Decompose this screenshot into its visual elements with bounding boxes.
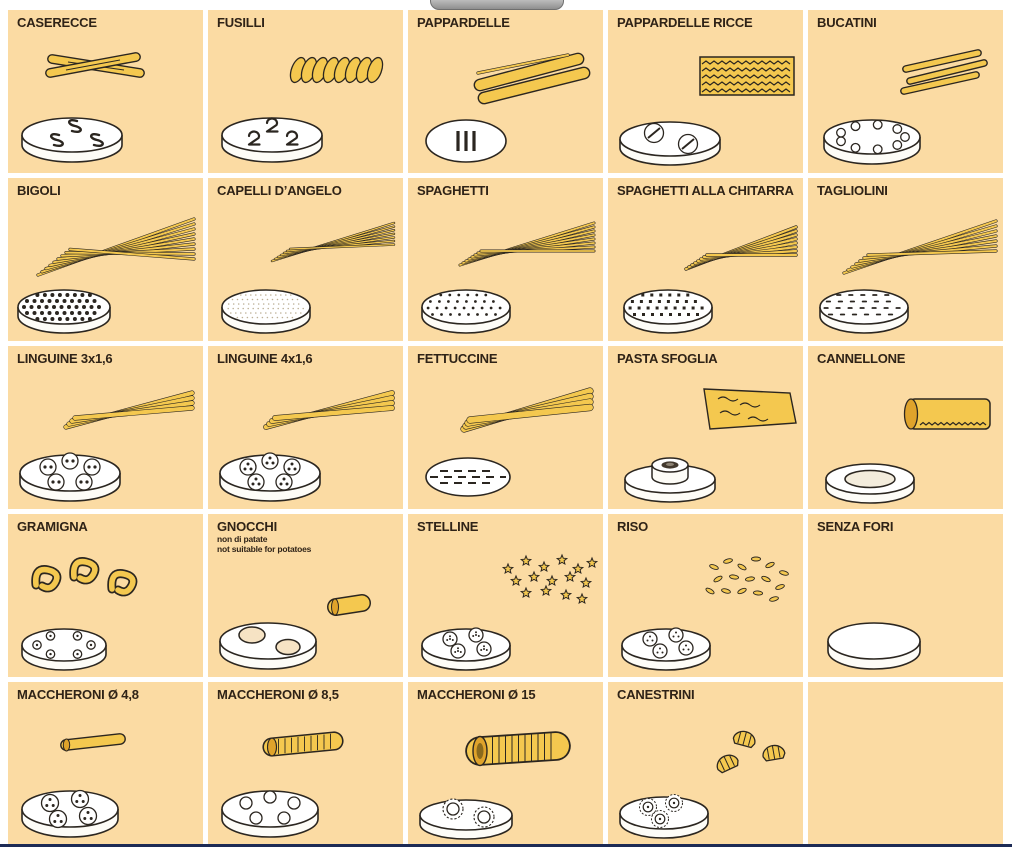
cell-label: GRAMIGNA: [17, 519, 88, 534]
bucatini-die-icon: [823, 49, 988, 165]
gnocchi-die-icon: [219, 594, 371, 670]
mac15-die-icon: [419, 731, 571, 840]
pasta-cell-gramigna: GRAMIGNA: [8, 514, 203, 677]
pappardelle_ricce-die-icon: [619, 56, 795, 166]
pasta-cell-spaghetti: SPAGHETTI: [408, 178, 603, 341]
cell-label: MACCHERONI Ø 4,8: [17, 687, 139, 702]
pasta-cell-sfoglia: PASTA SFOGLIA: [608, 346, 803, 509]
sfoglia-die-icon: [624, 388, 797, 503]
gramigna-die-icon: [21, 557, 138, 671]
cell-label: FUSILLI: [217, 15, 265, 30]
pasta-cell-pappardelle: PAPPARDELLE: [408, 10, 603, 173]
pasta-cell-bigoli: BIGOLI: [8, 178, 203, 341]
caserecce-die-icon: [21, 52, 145, 163]
cell-label: BIGOLI: [17, 183, 61, 198]
riso-die-icon: [621, 556, 789, 671]
cell-sublabel: not suitable for potatoes: [217, 544, 312, 555]
pasta-cell-capelli: CAPELLI D’ANGELO: [208, 178, 403, 341]
pasta-cell-cannellone: CANNELLONE: [808, 346, 1003, 509]
cell-label: STELLINE: [417, 519, 479, 534]
cell-label: SPAGHETTI: [417, 183, 489, 198]
pasta-cell-senza_fori: SENZA FORI: [808, 514, 1003, 677]
pasta-cell-stelline: STELLINE: [408, 514, 603, 677]
pasta-cell-tagliolini: TAGLIOLINI: [808, 178, 1003, 341]
empty-cell: [808, 682, 1003, 845]
pasta-cell-canestrini: CANESTRINI: [608, 682, 803, 845]
pasta-cell-caserecce: CASERECCE: [8, 10, 203, 173]
linguine4-die-icon: [219, 390, 395, 502]
pasta-cell-linguine4: LINGUINE 4x1,6: [208, 346, 403, 509]
capelli-die-icon: [221, 221, 396, 334]
cell-label: CANESTRINI: [617, 687, 695, 702]
pappardelle-die-icon: [425, 52, 591, 163]
cell-label: CANNELLONE: [817, 351, 906, 366]
cell-sublabel: non di patate: [217, 533, 268, 544]
linguine3-die-icon: [19, 390, 195, 502]
senza_fori-die-icon: [827, 622, 921, 670]
cell-label: FETTUCCINE: [417, 351, 498, 366]
pasta-cell-chitarra: SPAGHETTI ALLA CHITARRA: [608, 178, 803, 341]
pasta-cell-mac48: MACCHERONI Ø 4,8: [8, 682, 203, 845]
cell-label: MACCHERONI Ø 15: [417, 687, 536, 702]
footer-bar: [0, 844, 1012, 847]
cell-label: CAPELLI D’ANGELO: [217, 183, 342, 198]
cell-label: PAPPARDELLE RICCE: [617, 15, 753, 30]
tagliolini-die-icon: [819, 219, 998, 334]
bigoli-die-icon: [17, 217, 196, 334]
spaghetti-die-icon: [421, 221, 596, 334]
fusilli-die-icon: [221, 56, 384, 163]
pasta-cell-linguine3: LINGUINE 3x1,6: [8, 346, 203, 509]
fettuccine-die-icon: [425, 387, 594, 497]
cell-label: MACCHERONI Ø 8,5: [217, 687, 339, 702]
pasta-cell-pappardelle_ricce: PAPPARDELLE RICCE: [608, 10, 803, 173]
cell-label: CASERECCE: [17, 15, 97, 30]
mac48-die-icon: [21, 733, 126, 838]
cell-label: TAGLIOLINI: [817, 183, 888, 198]
canestrini-die-icon: [619, 730, 786, 839]
cell-label: LINGUINE 4x1,6: [217, 351, 313, 366]
pasta-cell-mac15: MACCHERONI Ø 15: [408, 682, 603, 845]
cell-label: SENZA FORI: [817, 519, 894, 534]
cell-label: LINGUINE 3x1,6: [17, 351, 113, 366]
cell-label: BUCATINI: [817, 15, 877, 30]
machine-base-fragment: [430, 0, 564, 10]
chitarra-die-icon: [623, 225, 798, 334]
pasta-cell-riso: RISO: [608, 514, 803, 677]
mac85-die-icon: [221, 731, 344, 838]
cell-label: RISO: [617, 519, 648, 534]
cell-label: SPAGHETTI ALLA CHITARRA: [617, 183, 794, 198]
pasta-cell-bucatini: BUCATINI: [808, 10, 1003, 173]
cell-label: PAPPARDELLE: [417, 15, 510, 30]
stelline-die-icon: [421, 553, 599, 671]
cell-label: PASTA SFOGLIA: [617, 351, 718, 366]
pasta-cell-mac85: MACCHERONI Ø 8,5: [208, 682, 403, 845]
cannellone-die-icon: [825, 398, 991, 504]
pasta-grid: CASERECCE FUSILLI PAPPARDELLE PAPPARDELLE R…: [8, 10, 1003, 845]
pasta-cell-fusilli: FUSILLI: [208, 10, 403, 173]
pasta-cell-fettuccine: FETTUCCINE: [408, 346, 603, 509]
